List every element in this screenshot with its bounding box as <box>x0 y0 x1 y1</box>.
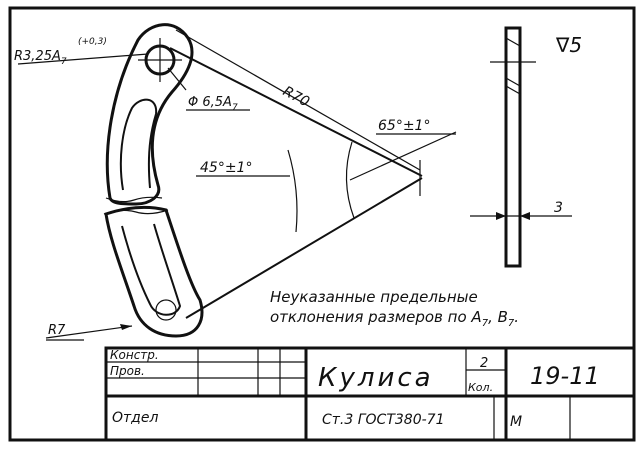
arm-line-lower <box>185 177 423 319</box>
dim-angle-outer: 65°±1° <box>378 118 430 134</box>
roughness-symbol: ∇5 <box>555 33 582 57</box>
lower-end-arc <box>155 299 177 321</box>
tb-department: Отдел <box>112 410 158 426</box>
upper-slot <box>119 98 158 191</box>
r70-dim-line <box>175 29 421 171</box>
break-line-lower <box>103 209 169 215</box>
tolerance-note-line2: отклонения размеров по A7, B7. <box>270 308 519 329</box>
side-view-hatch-mid2 <box>505 85 521 95</box>
dim-angle-inner: 45°±1° <box>200 160 252 176</box>
side-view-plate <box>504 26 522 268</box>
r7-arrow <box>120 324 132 330</box>
tb-scale-mark: М <box>510 414 522 430</box>
thickness-arrow-right <box>520 212 530 220</box>
side-view <box>470 26 572 268</box>
angle-arc-65 <box>345 141 355 219</box>
dim-hole-radius: R3,25A7 <box>14 49 67 67</box>
tb-drawing-number: 19-11 <box>530 362 600 390</box>
upper-arc-segment <box>105 23 194 206</box>
part-drawing <box>17 23 457 341</box>
dim-thickness: 3 <box>554 200 563 216</box>
dim-hole-radius-tol: (+0,3) <box>78 37 107 47</box>
tb-quantity-label: Кол. <box>468 381 493 394</box>
side-view-hatch-mid1 <box>505 77 521 87</box>
thickness-arrow-left <box>496 212 506 220</box>
side-view-hatch-top <box>505 37 521 47</box>
angle-arc-45 <box>287 149 298 233</box>
d65-leader <box>167 67 187 91</box>
angle-65-leader <box>349 131 457 181</box>
tb-part-name: Кулиса <box>318 363 434 393</box>
dim-end-radius: R7 <box>48 323 66 338</box>
break-line-upper <box>105 196 163 203</box>
tolerance-note-line1: Неуказанные предельные <box>270 288 478 306</box>
title-block-frame <box>104 346 636 442</box>
tb-designed-label: Констр. <box>110 348 159 362</box>
r7-leader <box>45 325 133 339</box>
arm-line-upper <box>169 47 423 177</box>
title-block <box>104 346 636 442</box>
lower-slot <box>121 223 182 316</box>
lower-arc-segment <box>104 205 204 338</box>
dim-hole-diameter: Φ 6,5A7 <box>188 95 238 113</box>
tb-quantity: 2 <box>480 356 488 371</box>
tb-material: Ст.3 ГОСТ380-71 <box>322 412 444 428</box>
r325-leader <box>17 53 149 65</box>
tb-checked-label: Пров. <box>110 364 145 378</box>
